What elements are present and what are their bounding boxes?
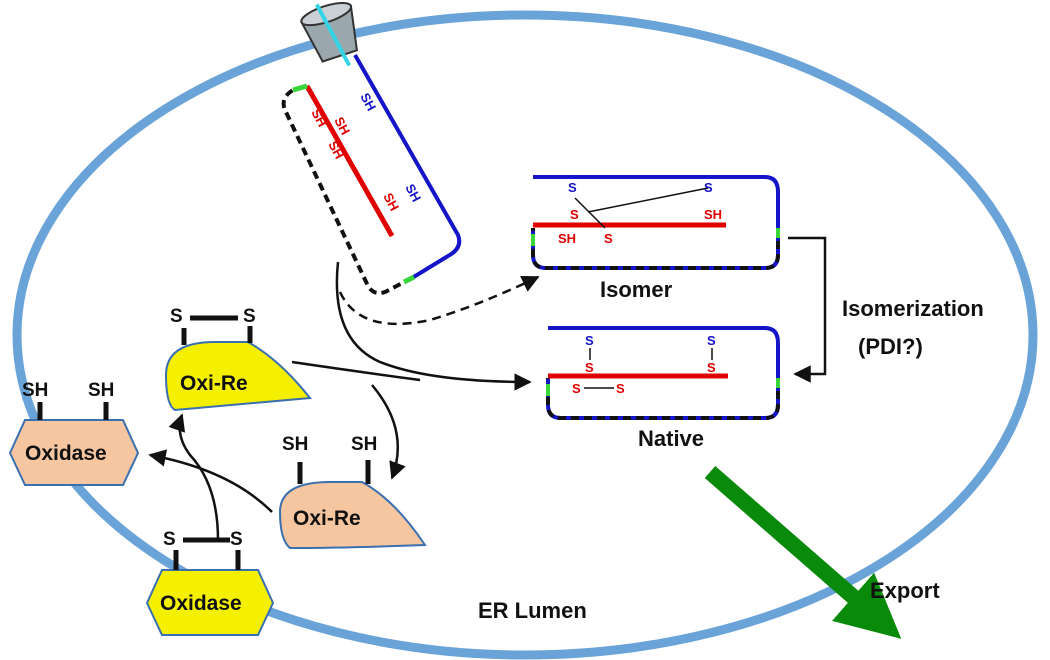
nascent-sh-label: SH xyxy=(331,114,353,137)
export-arrow xyxy=(704,465,902,639)
oxidase-label: Oxidase xyxy=(160,592,242,615)
to-native-arrow xyxy=(335,261,532,391)
nascent-sh-label: SH xyxy=(357,90,379,113)
native-s-label: S xyxy=(585,360,594,375)
oxidase-reoxidation-arrow xyxy=(168,413,220,541)
oxi-re-label: Oxi-Re xyxy=(180,372,248,395)
isomer-s-label: S xyxy=(704,180,713,195)
nascent-sh-label: SH xyxy=(325,138,347,161)
oxi-re-s-label: S xyxy=(170,306,183,327)
oxi-re-s-label: S xyxy=(243,306,256,327)
pdi-label: (PDI?) xyxy=(858,334,923,359)
oxidase-label: Oxidase xyxy=(25,442,107,465)
oxire-to-oxidase-arrow xyxy=(148,449,273,513)
oxi-re-reduced: Oxi-Re SH SH xyxy=(278,434,427,550)
native-s-label: S xyxy=(707,360,716,375)
isomer-sh-label: SH xyxy=(704,207,722,222)
isomerization-arrow xyxy=(788,236,827,383)
to-isomer-arrow xyxy=(338,275,540,326)
oxi-re-sh-label: SH xyxy=(282,434,308,455)
native-s-label: S xyxy=(616,381,625,396)
oxidase-oxidized: Oxidase S S xyxy=(145,529,275,636)
oxidase-sh-label: SH xyxy=(88,380,114,401)
oxi-re-sh-label: SH xyxy=(351,434,377,455)
translocon-icon xyxy=(300,2,359,67)
er-lumen-label: ER Lumen xyxy=(478,598,587,623)
nascent-sh-label: SH xyxy=(380,190,402,213)
nascent-sh-label: SH xyxy=(308,106,330,129)
native-s-label: S xyxy=(572,381,581,396)
oxire-to-native-arrow xyxy=(291,360,421,382)
isomer-s-label: S xyxy=(604,231,613,246)
isomerization-label: Isomerization xyxy=(842,296,984,321)
export-label: Export xyxy=(870,578,940,603)
oxi-re-label: Oxi-Re xyxy=(293,507,361,530)
nascent-sh-label: SH xyxy=(402,181,424,204)
isomer-structure: S S S SH SH S Isomer xyxy=(531,175,780,302)
isomer-sh-label: SH xyxy=(558,231,576,246)
native-structure: S S S S S S Native xyxy=(546,326,780,451)
oxire-reduction-arrow xyxy=(371,384,406,480)
native-label: Native xyxy=(638,426,704,451)
oxidase-sh-label: SH xyxy=(22,380,48,401)
nascent-chain: SH SH SH SH SH SH xyxy=(281,54,462,296)
oxidase-reduced: Oxidase SH SH xyxy=(8,380,140,486)
er-membrane xyxy=(12,10,1038,660)
oxi-re-oxidized: Oxi-Re S S xyxy=(164,306,312,412)
oxidase-s-label: S xyxy=(163,529,176,550)
oxidase-s-label: S xyxy=(230,529,243,550)
isomer-s-label: S xyxy=(568,180,577,195)
native-s-label: S xyxy=(707,333,716,348)
native-s-label: S xyxy=(585,333,594,348)
isomer-s-label: S xyxy=(570,207,579,222)
isomer-label: Isomer xyxy=(600,277,673,302)
